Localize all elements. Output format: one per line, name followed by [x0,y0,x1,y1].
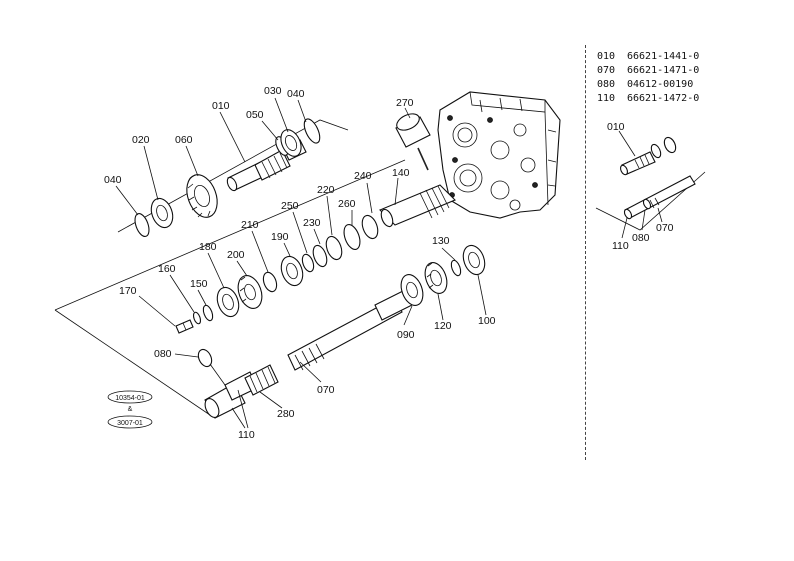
part-250-ring [301,253,315,273]
part-270-sleeve [395,107,431,148]
part-200-gear [237,275,263,309]
callout-070: 070 [317,384,335,396]
callout-040-lower: 040 [104,174,122,186]
callout-170: 170 [119,285,137,297]
reference-code-mid: & [128,406,133,413]
inset-callout-110: 110 [612,240,629,252]
callout-020: 020 [132,134,150,146]
reference-code-bottom: 3007-01 [117,420,143,427]
callout-050: 050 [246,109,264,121]
parts-list-number: 66621-1471-0 [627,65,700,76]
callout-220: 220 [317,184,335,196]
leader-lines [115,97,487,429]
section-divider [585,45,586,460]
callout-240: 240 [354,170,372,182]
callout-030: 030 [264,85,282,97]
part-230-washer [312,244,328,268]
callout-180: 180 [199,241,217,253]
parts-list-key: 110 [597,93,616,104]
part-140-shaft [379,184,456,228]
inset-callout-070: 070 [656,222,674,234]
parts-list-key: 070 [597,65,616,76]
parts-list-row: 070 66621-1471-0 [597,64,699,78]
parts-list: 010 66621-1441-0 070 66621-1471-0 080 04612… [597,50,699,106]
part-210-collar [262,271,278,293]
inset-diagram: 010 110 080 070 [595,121,706,252]
part-130-ring [450,259,462,277]
part-040-circlip-upper [303,118,321,144]
callout-080: 080 [154,348,172,360]
part-150-washer [202,304,214,322]
part-180-bearing [216,286,240,318]
callout-100: 100 [478,315,496,327]
part-100-bearing [462,244,486,276]
part-190-bearing [280,255,304,287]
callout-160: 160 [158,263,176,275]
parts-list-number: 66621-1441-0 [627,51,700,62]
reference-code-top: 10354-01 [115,395,145,402]
callout-140: 140 [392,167,410,179]
parts-list-row: 110 66621-1472-0 [597,92,699,106]
callout-120: 120 [434,320,452,332]
part-220-ring [325,235,343,261]
inset-callout-010: 010 [607,121,625,133]
part-040-circlip-lower [134,212,150,238]
part-030-bearing [280,129,302,157]
part-090-bearing [400,274,424,306]
part-070-main-shaft [287,284,423,371]
part-260-circlip [343,224,361,250]
part-240-ring [361,214,379,240]
part-020-bearing [150,197,174,229]
callout-110: 110 [238,429,255,441]
callout-060: 060 [175,134,193,146]
inset-callout-080: 080 [632,232,650,244]
parts-list-number: 66621-1472-0 [627,93,700,104]
callout-230: 230 [303,217,321,229]
callout-250: 250 [281,200,299,212]
callout-200: 200 [227,249,245,261]
callout-190: 190 [271,231,289,243]
part-170-bolt [175,319,194,334]
callout-labels: 010 050 030 040 020 060 040 270 240 140 … [104,85,496,441]
part-060-gear [186,174,218,218]
callout-280: 280 [277,408,295,420]
callout-130: 130 [432,235,450,247]
parts-list-number: 04612-00190 [627,79,694,90]
callout-040-upper: 040 [287,88,305,100]
parts-list-row: 080 04612-00190 [597,78,699,92]
part-120-gear [424,262,448,294]
part-080-ring [197,348,226,386]
reference-codes: 10354-01 & 3007-01 [107,390,153,429]
callout-150: 150 [190,278,208,290]
callout-010: 010 [212,100,230,112]
transmission-housing [437,91,561,219]
parts-list-key: 080 [597,79,616,90]
callout-260: 260 [338,198,356,210]
parts-list-row: 010 66621-1441-0 [597,50,699,64]
assembly-outline [54,119,406,416]
callout-090: 090 [397,329,415,341]
callout-270: 270 [396,97,414,109]
part-280-worm [244,364,279,396]
part-160-washer [192,311,202,325]
parts-list-key: 010 [597,51,616,62]
callout-210: 210 [241,219,259,231]
pin [417,147,429,171]
